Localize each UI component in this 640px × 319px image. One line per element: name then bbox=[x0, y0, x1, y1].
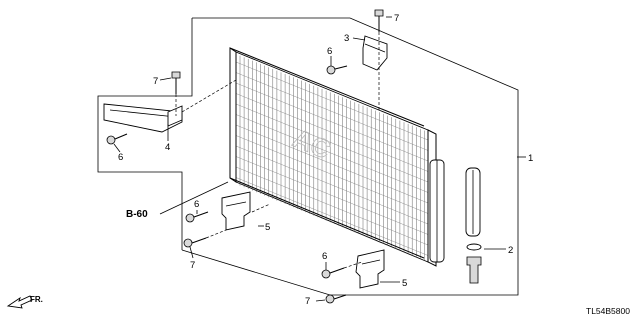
bolt-6-bottom bbox=[321, 267, 345, 279]
callout-6-left: 6 bbox=[118, 152, 123, 163]
callout-5-lower: 5 bbox=[402, 278, 407, 289]
callout-3: 3 bbox=[344, 33, 349, 44]
upper-bracket bbox=[362, 35, 388, 71]
assembly-outline-left bbox=[97, 18, 193, 218]
bolt-6-left bbox=[106, 133, 128, 145]
callout-2: 2 bbox=[508, 245, 513, 256]
callout-1: 1 bbox=[528, 153, 533, 164]
left-side-bracket bbox=[103, 103, 183, 133]
callout-4: 4 bbox=[165, 142, 170, 153]
drain-plug bbox=[466, 256, 482, 284]
callout-5-upper: 5 bbox=[265, 222, 270, 233]
receiver-drier-tank bbox=[429, 159, 445, 263]
condenser-core: AC bbox=[229, 47, 437, 267]
callout-7-left: 7 bbox=[153, 76, 158, 87]
bolt-7-bottom bbox=[325, 294, 347, 304]
front-direction-arrow: FR. bbox=[6, 295, 43, 309]
bolt-7-top bbox=[374, 9, 384, 32]
callout-7-lower: 7 bbox=[190, 260, 195, 271]
desiccant-filter bbox=[465, 167, 482, 284]
diagram-code: TL54B5800 bbox=[586, 306, 630, 316]
callout-7-top: 7 bbox=[394, 13, 399, 24]
lower-bracket-left bbox=[221, 191, 251, 231]
svg-text:FR.: FR. bbox=[30, 295, 43, 304]
lower-bracket-right bbox=[355, 249, 385, 289]
bolt-6-lower bbox=[185, 211, 209, 223]
o-ring bbox=[466, 243, 482, 251]
callout-7-bottom: 7 bbox=[305, 296, 310, 307]
bolt-7-left bbox=[171, 71, 181, 94]
bolt-7-lower bbox=[183, 237, 207, 248]
callout-6-lower: 6 bbox=[194, 199, 199, 210]
svg-text:B-60: B-60 bbox=[126, 209, 148, 220]
condenser-fins bbox=[235, 55, 429, 261]
assembly-outline-right bbox=[192, 17, 519, 296]
callout-6-top: 6 bbox=[327, 46, 332, 57]
callout-6-bottom: 6 bbox=[322, 251, 327, 262]
bolt-6-top bbox=[326, 65, 348, 75]
reference-b60: B-60 bbox=[126, 209, 148, 220]
